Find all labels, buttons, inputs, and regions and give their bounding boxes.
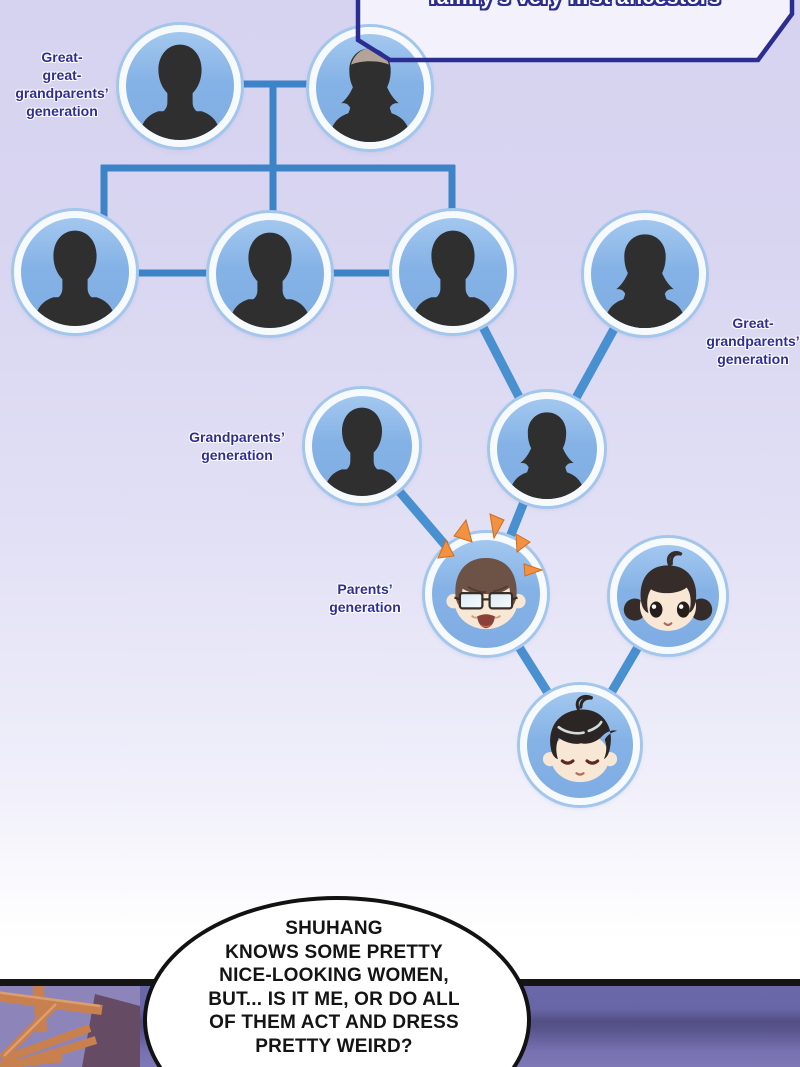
boy-face-icon bbox=[542, 694, 618, 783]
banner-text: family’s very first ancestors bbox=[382, 0, 768, 10]
label-line: Parents’ bbox=[337, 581, 393, 597]
label-line: Grandparents’ bbox=[189, 429, 285, 445]
label-line: grandparents’ bbox=[15, 85, 109, 101]
banner-box-border bbox=[355, 0, 795, 63]
speech-bubble-text: SHUHANG KNOWS SOME PRETTY NICE-LOOKING W… bbox=[148, 917, 520, 1058]
male-silhouette-icon bbox=[33, 230, 117, 326]
woman-face-icon bbox=[623, 551, 713, 631]
label-line: generation bbox=[329, 599, 401, 615]
window-lattice-icon bbox=[0, 986, 140, 1067]
label-line: generation bbox=[26, 103, 98, 119]
node-grandmother bbox=[490, 392, 604, 506]
male-silhouette-icon bbox=[228, 232, 312, 328]
speech-line: OF THEM ACT AND DRESS bbox=[209, 1012, 459, 1033]
node-great-grandfather-a bbox=[14, 211, 136, 333]
node-child bbox=[520, 685, 640, 805]
male-silhouette-icon bbox=[323, 407, 401, 496]
label-line: grandparents’ bbox=[706, 333, 800, 349]
speech-line: KNOWS SOME PRETTY bbox=[225, 941, 443, 963]
label-line: generation bbox=[717, 351, 789, 367]
node-grandfather bbox=[305, 389, 419, 503]
label-line: Great- bbox=[732, 315, 774, 331]
male-silhouette-icon bbox=[411, 230, 495, 326]
node-great-grandfather-c bbox=[392, 211, 514, 333]
speech-line: NICE-LOOKING WOMEN, bbox=[219, 965, 449, 986]
label-great-grandparents-generation: Great- grandparents’ generation bbox=[706, 314, 799, 368]
man-glasses-face-icon bbox=[446, 558, 526, 630]
label-parents-generation: Parents’ generation bbox=[329, 580, 401, 616]
banner: family’s very first ancestors bbox=[382, 0, 768, 25]
node-great-grandfather-b bbox=[209, 213, 331, 335]
female-silhouette-icon bbox=[328, 48, 412, 142]
node-father bbox=[425, 533, 547, 655]
label-line: great- bbox=[42, 67, 82, 83]
label-line: generation bbox=[201, 447, 273, 463]
female-silhouette-icon bbox=[603, 234, 687, 328]
label-grandparents-generation: Grandparents’ generation bbox=[189, 428, 285, 464]
label-line: Great- bbox=[41, 49, 83, 65]
node-great-great-grandmother bbox=[309, 27, 431, 149]
banner-box-fill bbox=[358, 0, 792, 60]
node-great-great-grandfather bbox=[119, 25, 241, 147]
node-mother bbox=[610, 538, 726, 654]
speech-line: BUT... IS IT ME, OR DO ALL bbox=[208, 988, 460, 1010]
female-silhouette-icon bbox=[508, 412, 586, 499]
speech-line: PRETTY WEIRD? bbox=[255, 1035, 413, 1057]
surprise-marks-icon bbox=[437, 513, 544, 577]
label-great-great-grandparents-generation: Great- great- grandparents’ generation bbox=[15, 48, 108, 120]
node-great-grandmother bbox=[584, 213, 706, 335]
speech-line: SHUHANG bbox=[285, 918, 383, 939]
male-silhouette-icon bbox=[138, 44, 222, 140]
